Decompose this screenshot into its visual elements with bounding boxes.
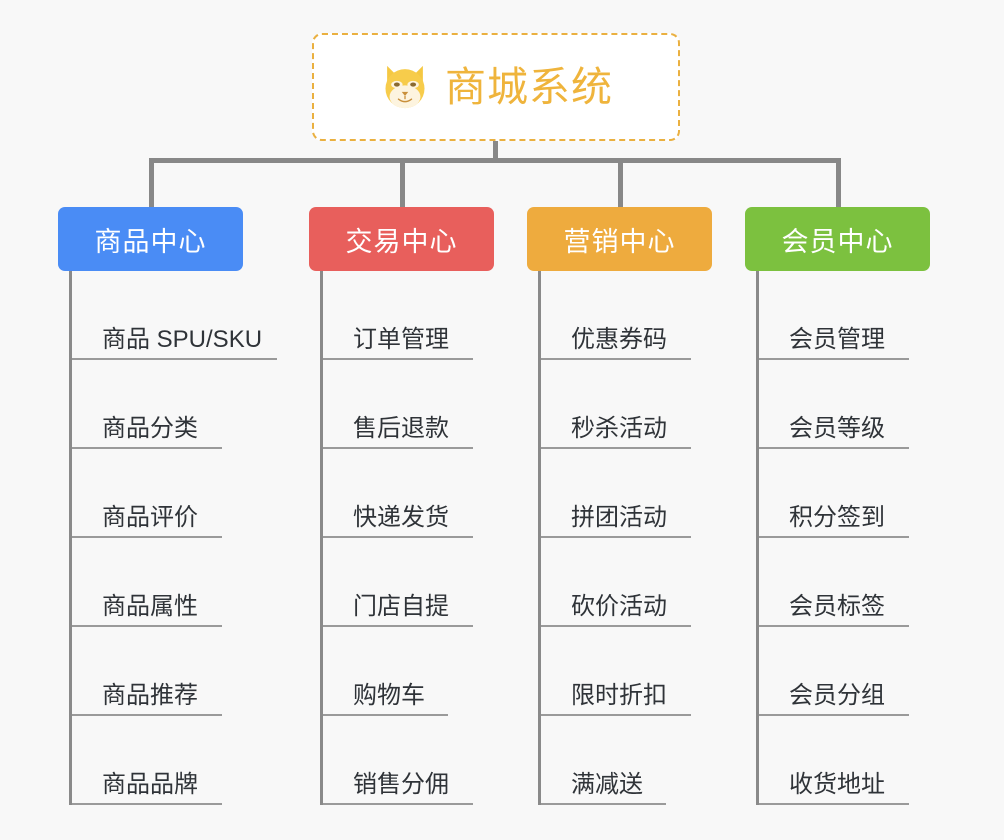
leaf-item[interactable]: 商品品牌 — [72, 716, 262, 805]
leaf-item-label: 商品 SPU/SKU — [102, 325, 263, 353]
leaf-item-label: 秒杀活动 — [571, 414, 667, 442]
leaf-item-underline — [759, 358, 909, 360]
leaf-item-label: 商品品牌 — [102, 770, 198, 798]
leaf-item[interactable]: 会员等级 — [759, 360, 930, 449]
connector-bus — [149, 158, 841, 163]
column-header-label: 会员中心 — [781, 226, 894, 257]
column-header-label: 营销中心 — [563, 226, 676, 257]
leaf-item-underline — [541, 803, 666, 805]
column-trunk-trade-center: 订单管理售后退款快递发货门店自提购物车销售分佣 — [320, 271, 494, 805]
leaf-item[interactable]: 商品评价 — [72, 449, 262, 538]
leaf-item-underline — [541, 536, 691, 538]
leaf-item-label: 售后退款 — [353, 414, 449, 442]
leaf-item[interactable]: 商品 SPU/SKU — [72, 271, 277, 360]
leaf-item-label: 砍价活动 — [571, 592, 667, 620]
leaf-item[interactable]: 秒杀活动 — [541, 360, 712, 449]
leaf-item[interactable]: 商品属性 — [72, 538, 262, 627]
leaf-item[interactable]: 购物车 — [323, 627, 494, 716]
leaf-item-underline — [541, 447, 691, 449]
column-header-member-center[interactable]: 会员中心 — [745, 207, 930, 271]
leaf-item-label: 收货地址 — [789, 770, 885, 798]
column-trade-center: 交易中心订单管理售后退款快递发货门店自提购物车销售分佣 — [309, 207, 494, 805]
leaf-item-label: 商品属性 — [102, 592, 198, 620]
leaf-item-underline — [541, 625, 691, 627]
connector-drop-1 — [149, 158, 154, 208]
leaf-item-label: 拼团活动 — [571, 503, 667, 531]
leaf-item-label: 满减送 — [571, 770, 643, 798]
leaf-item-label: 会员标签 — [789, 592, 885, 620]
column-header-product-center[interactable]: 商品中心 — [58, 207, 243, 271]
leaf-item-label: 订单管理 — [353, 325, 449, 353]
leaf-item[interactable]: 满减送 — [541, 716, 712, 805]
leaf-item[interactable]: 收货地址 — [759, 716, 930, 805]
leaf-item-label: 会员分组 — [789, 681, 885, 709]
leaf-item-underline — [72, 447, 222, 449]
leaf-item-underline — [759, 625, 909, 627]
column-header-label: 商品中心 — [94, 226, 207, 257]
leaf-item[interactable]: 订单管理 — [323, 271, 494, 360]
leaf-item-label: 优惠券码 — [571, 325, 667, 353]
leaf-item-underline — [72, 625, 222, 627]
leaf-item[interactable]: 会员管理 — [759, 271, 930, 360]
column-header-marketing-center[interactable]: 营销中心 — [527, 207, 712, 271]
leaf-item[interactable]: 砍价活动 — [541, 538, 712, 627]
root-title: 商城系统 — [445, 63, 613, 110]
leaf-item-label: 商品评价 — [102, 503, 198, 531]
leaf-item-label: 积分签到 — [789, 503, 885, 531]
connector-drop-4 — [836, 158, 841, 208]
column-trunk-product-center: 商品 SPU/SKU 商品分类商品评价商品属性商品推荐商品品牌 — [69, 271, 277, 805]
leaf-item[interactable]: 会员标签 — [759, 538, 930, 627]
connector-stem — [493, 141, 498, 163]
leaf-item[interactable]: 会员分组 — [759, 627, 930, 716]
leaf-item-underline — [323, 536, 473, 538]
shiba-dog-icon — [385, 65, 425, 112]
leaf-item[interactable]: 快递发货 — [323, 449, 494, 538]
leaf-item[interactable]: 售后退款 — [323, 360, 494, 449]
leaf-item-label: 商品分类 — [102, 414, 198, 442]
connector-drop-2 — [400, 158, 405, 208]
column-header-trade-center[interactable]: 交易中心 — [309, 207, 494, 271]
leaf-item-label: 销售分佣 — [353, 770, 449, 798]
leaf-item-label: 购物车 — [353, 681, 425, 709]
leaf-item[interactable]: 优惠券码 — [541, 271, 712, 360]
leaf-item[interactable]: 拼团活动 — [541, 449, 712, 538]
leaf-item-underline — [323, 714, 448, 716]
root-node[interactable]: 商城系统 — [312, 33, 680, 141]
column-marketing-center: 营销中心优惠券码秒杀活动拼团活动砍价活动限时折扣满减送 — [527, 207, 712, 805]
leaf-item-underline — [323, 447, 473, 449]
leaf-item-underline — [759, 714, 909, 716]
leaf-item-underline — [323, 803, 473, 805]
leaf-item-underline — [323, 625, 473, 627]
leaf-item-underline — [72, 536, 222, 538]
leaf-item-label: 会员等级 — [789, 414, 885, 442]
leaf-item-label: 快递发货 — [353, 503, 449, 531]
column-trunk-marketing-center: 优惠券码秒杀活动拼团活动砍价活动限时折扣满减送 — [538, 271, 712, 805]
leaf-item-label: 会员管理 — [789, 325, 885, 353]
column-member-center: 会员中心会员管理会员等级积分签到会员标签会员分组收货地址 — [745, 207, 930, 805]
leaf-item[interactable]: 销售分佣 — [323, 716, 494, 805]
leaf-item[interactable]: 积分签到 — [759, 449, 930, 538]
leaf-item[interactable]: 商品推荐 — [72, 627, 262, 716]
leaf-item-underline — [759, 803, 909, 805]
leaf-item-underline — [72, 358, 277, 360]
leaf-item-underline — [72, 714, 222, 716]
leaf-item-underline — [72, 803, 222, 805]
leaf-item[interactable]: 门店自提 — [323, 538, 494, 627]
leaf-item-underline — [541, 714, 691, 716]
leaf-item-underline — [759, 447, 909, 449]
leaf-item-underline — [759, 536, 909, 538]
leaf-item[interactable]: 限时折扣 — [541, 627, 712, 716]
column-header-label: 交易中心 — [345, 226, 458, 257]
leaf-item-label: 门店自提 — [353, 592, 449, 620]
leaf-item[interactable]: 商品分类 — [72, 360, 262, 449]
leaf-item-underline — [323, 358, 473, 360]
connector-drop-3 — [618, 158, 623, 208]
leaf-item-label: 限时折扣 — [571, 681, 667, 709]
column-trunk-member-center: 会员管理会员等级积分签到会员标签会员分组收货地址 — [756, 271, 930, 805]
column-product-center: 商品中心商品 SPU/SKU 商品分类商品评价商品属性商品推荐商品品牌 — [58, 207, 277, 805]
leaf-item-underline — [541, 358, 691, 360]
leaf-item-label: 商品推荐 — [102, 681, 198, 709]
